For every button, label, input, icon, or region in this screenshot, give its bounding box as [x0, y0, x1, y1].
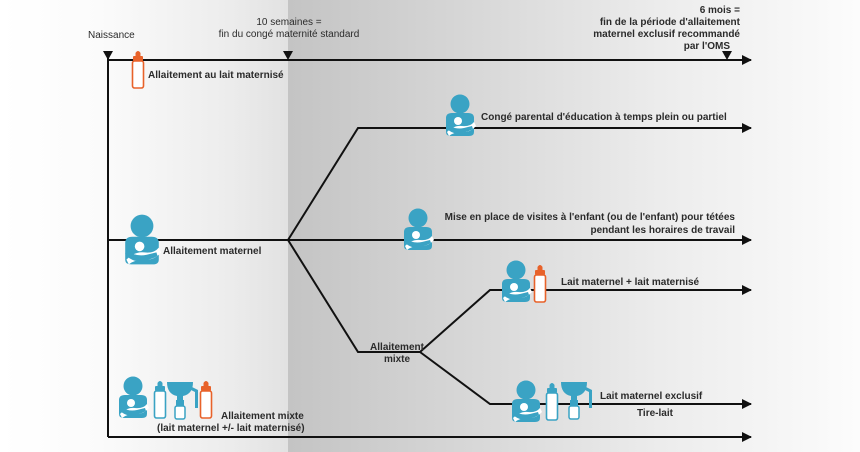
baby-bottle-icon — [533, 264, 547, 303]
six-months-marker-icon — [722, 51, 732, 60]
six-months-label-line2: fin de la période d'allaitement — [600, 17, 741, 28]
mixed-node-label-line2: mixte — [384, 354, 411, 365]
exclusive-breast-milk-label: Lait maternel exclusif — [600, 391, 703, 402]
birth-marker-icon — [103, 51, 113, 60]
pump-label: Tire-lait — [637, 408, 674, 419]
six-months-label-line4: par l'OMS — [684, 41, 731, 52]
ten-weeks-label-line1: 10 semaines = — [256, 17, 321, 28]
breast-plus-formula-branch-line — [419, 285, 752, 353]
mixed-node-label-line1: Allaitement — [370, 342, 425, 353]
ten-weeks-label-line2: fin du congé maternité standard — [219, 29, 360, 40]
baby-bottle-icon — [131, 50, 145, 89]
visits-label-line2: pendant les horaires de travail — [591, 225, 736, 236]
breast-pump-icon — [166, 381, 199, 420]
formula-path-label: Allaitement au lait maternisé — [148, 70, 284, 81]
breast-plus-formula-label: Lait maternel + lait maternisé — [561, 277, 700, 288]
exclusive-breast-milk-branch-line — [419, 351, 752, 409]
six-months-label-line3: maternel exclusif recommandé — [593, 29, 740, 40]
nursing-mother-icon — [512, 380, 542, 422]
nursing-mother-icon — [446, 94, 476, 136]
baby-bottle-icon — [545, 382, 559, 421]
breastfeeding-label: Allaitement maternel — [163, 246, 262, 257]
parental-leave-branch-line — [287, 123, 752, 241]
mixed-bottom-label-line2: (lait maternel +/- lait maternisé) — [157, 423, 305, 434]
nursing-mother-icon — [119, 376, 149, 418]
visits-label-line1: Mise en place de visites à l'enfant (ou … — [445, 212, 736, 223]
background-after-10-weeks — [288, 0, 860, 452]
nursing-mother-icon — [502, 260, 532, 302]
birth-label: Naissance — [88, 30, 135, 41]
breast-pump-icon — [560, 381, 593, 420]
mixed-bottom-label-line1: Allaitement mixte — [221, 411, 304, 422]
six-months-label-line1: 6 mois = — [700, 5, 740, 16]
nursing-mother-icon — [125, 214, 162, 265]
baby-bottle-icon — [199, 380, 213, 419]
mixed-node-branch-line — [287, 239, 420, 353]
nursing-mother-icon — [404, 208, 434, 250]
parental-leave-label: Congé parental d'éducation à temps plein… — [481, 112, 727, 123]
baby-bottle-icon — [153, 380, 167, 419]
ten-weeks-marker-icon — [283, 51, 293, 60]
